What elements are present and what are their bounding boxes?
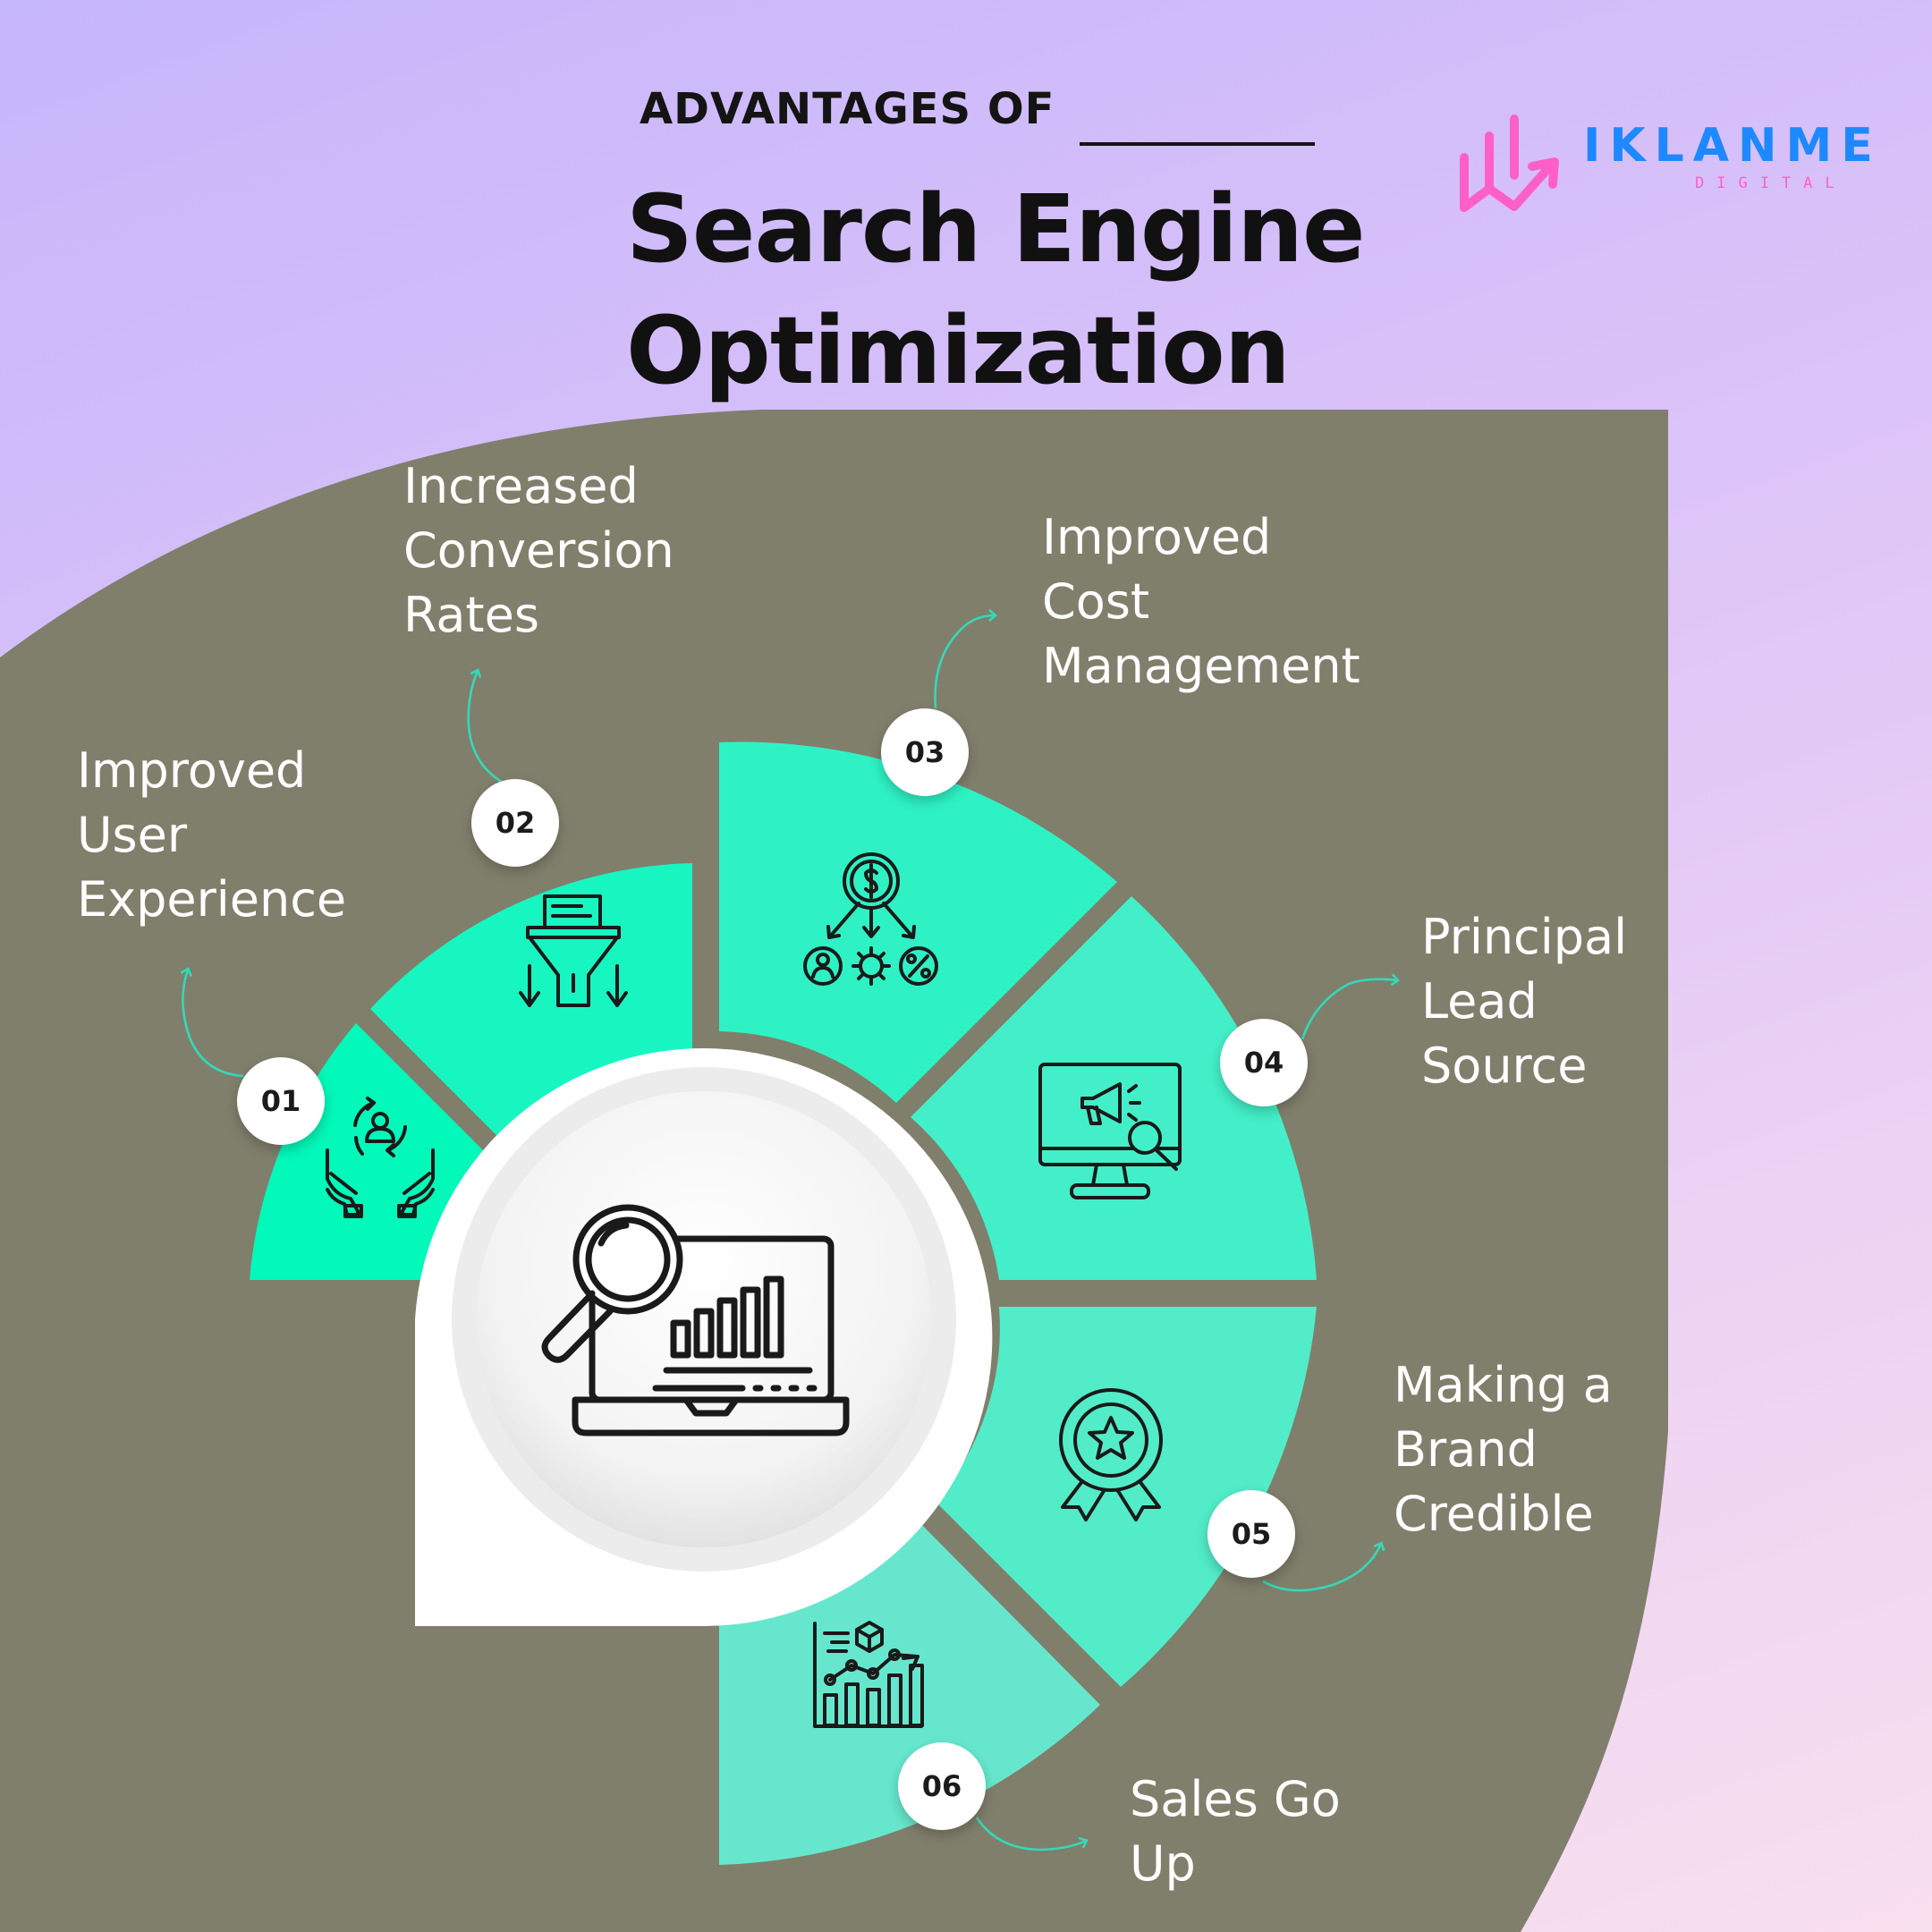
segment-03 — [719, 741, 1117, 1103]
label-03: Improved Cost Management — [1042, 505, 1360, 699]
label-04-line-3: Source — [1421, 1038, 1588, 1094]
hands-user-cycle-icon — [326, 1097, 435, 1218]
label-01: Improved User Experience — [77, 739, 346, 932]
label-03-line-3: Management — [1042, 638, 1360, 694]
center-circle-inner — [476, 1091, 932, 1547]
label-06-line-1: Sales Go — [1130, 1771, 1341, 1827]
badge-04: 04 — [1220, 1019, 1308, 1106]
brand-logo-icon — [1460, 114, 1559, 212]
label-02-line-3: Rates — [403, 587, 539, 643]
arrow-06 — [975, 1817, 1089, 1852]
label-05-line-3: Credible — [1394, 1486, 1594, 1542]
arrow-04 — [1301, 973, 1400, 1040]
sales-growth-chart-icon — [813, 1621, 924, 1728]
label-01-line-1: Improved — [77, 742, 307, 799]
cost-distribution-icon — [803, 852, 938, 986]
label-03-line-1: Improved — [1042, 509, 1272, 565]
label-02-line-1: Increased — [403, 458, 639, 514]
arrow-02 — [467, 668, 509, 787]
badge-05: 05 — [1208, 1490, 1295, 1578]
laptop-seo-magnifier-icon — [541, 1204, 850, 1436]
header-subtitle: ADVANTAGES OF — [640, 84, 1055, 134]
label-04-line-2: Lead — [1421, 973, 1538, 1030]
label-01-line-2: User — [77, 807, 188, 863]
conversion-funnel-icon — [519, 894, 628, 1007]
badge-01: 01 — [237, 1057, 325, 1145]
brand-subtitle: DIGITAL — [1695, 174, 1847, 192]
page-title: Search Engine Optimization — [626, 174, 1366, 405]
arrow-03 — [934, 609, 997, 709]
label-02-line-2: Conversion — [403, 522, 674, 579]
segment-05 — [936, 1307, 1317, 1687]
label-05: Making a Brand Credible — [1394, 1353, 1613, 1546]
segment-01 — [250, 1023, 491, 1280]
label-04: Principal Lead Source — [1421, 905, 1627, 1098]
header-underline — [1080, 142, 1315, 146]
label-05-line-1: Making a — [1394, 1357, 1613, 1413]
badge-03: 03 — [881, 708, 969, 796]
label-05-line-2: Brand — [1394, 1421, 1538, 1478]
badge-02: 02 — [471, 779, 559, 867]
label-06-line-2: Up — [1130, 1835, 1196, 1892]
label-01-line-3: Experience — [77, 871, 347, 928]
connector-arrows — [180, 609, 1400, 1852]
brand-name: IKLANME — [1583, 119, 1882, 173]
arrow-01 — [180, 967, 244, 1078]
badge-06: 06 — [898, 1742, 986, 1830]
monitor-megaphone-icon — [1038, 1063, 1182, 1199]
label-03-line-2: Cost — [1042, 573, 1150, 630]
label-06: Sales Go Up — [1130, 1767, 1341, 1896]
label-02: Increased Conversion Rates — [403, 454, 674, 648]
award-badge-icon — [1059, 1388, 1163, 1521]
label-04-line-1: Principal — [1421, 909, 1628, 965]
arrow-05 — [1262, 1541, 1385, 1592]
